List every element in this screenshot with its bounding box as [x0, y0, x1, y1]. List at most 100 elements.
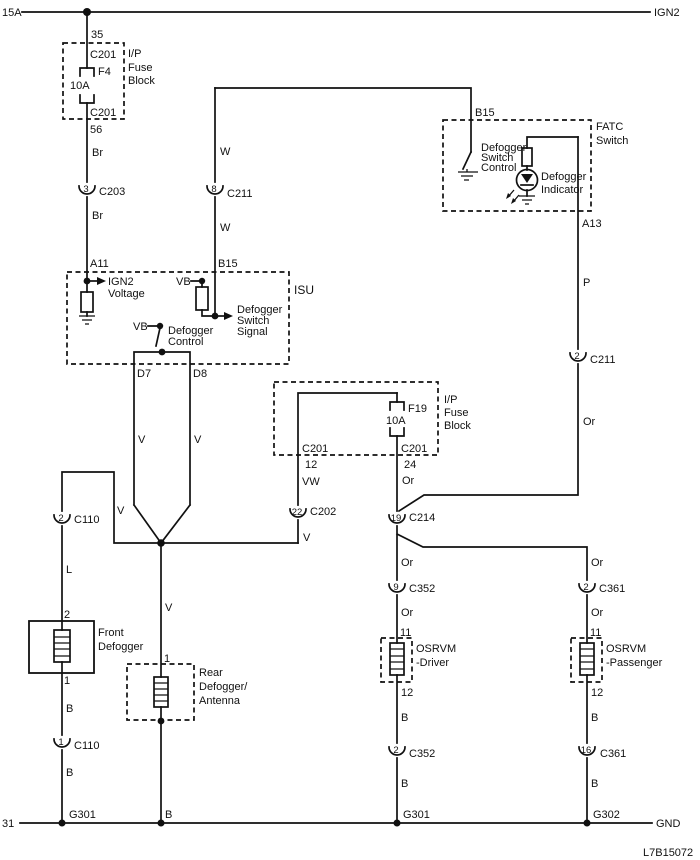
- arrowhead: [511, 198, 516, 204]
- rear-defogger-element-icon: [153, 676, 169, 708]
- signal-label-line: IGN2: [108, 276, 134, 288]
- pin-label: 1: [64, 675, 70, 687]
- pin-label-b15: B15: [218, 258, 238, 270]
- arrowhead: [97, 277, 106, 285]
- arrowhead: [506, 193, 511, 199]
- fuse-block-mid-labels: I/P Fuse Block F19 10A C201 12 C201 24: [302, 394, 471, 471]
- wire-p-or: [397, 136, 579, 513]
- resistor-icon: [80, 291, 94, 313]
- wire-v-left: [61, 471, 299, 544]
- connector-c361-16: 16 C361: [578, 745, 626, 760]
- fatc-internals: [458, 136, 579, 205]
- osrvm-passenger-labels: Or Or 11 OSRVM -Passenger 12 B B G302: [590, 557, 663, 821]
- connector-arc-icon: [388, 514, 406, 524]
- component-name-line: Defogger/: [199, 681, 248, 693]
- isu-box: [66, 271, 290, 365]
- connector-name: C202: [310, 506, 336, 518]
- vb-label: VB: [133, 321, 148, 333]
- wire-color: B: [401, 712, 408, 724]
- resistor-icon: [521, 147, 533, 167]
- wire-color: V: [194, 434, 202, 446]
- ground-label: G302: [593, 809, 620, 821]
- fatc-labels: B15 FATC Switch Defogger Switch Control …: [475, 107, 628, 230]
- wire-color: Or: [401, 607, 414, 619]
- block-name-line: Block: [128, 75, 155, 87]
- pin-label: 11: [400, 627, 411, 639]
- wire-color: V: [165, 602, 173, 614]
- component-name-line: OSRVM: [606, 643, 646, 655]
- connector-pin: 2: [583, 582, 588, 593]
- pin-label-a11: A11: [90, 258, 109, 270]
- switch-label-line: Defogger: [481, 142, 527, 154]
- connector-arc-icon: [53, 514, 71, 524]
- pin-label: 35: [91, 29, 103, 41]
- isu-labels: A11 B15 ISU IGN2 Voltage VB Defogger Swi…: [90, 258, 314, 380]
- indicator-label-line: Defogger: [541, 171, 587, 183]
- component-name-line: Front: [98, 627, 124, 639]
- fuse-rating-label: 10A: [386, 415, 406, 427]
- osrvm-driver-element-icon: [389, 642, 405, 676]
- fuse-block-mid-box: [273, 381, 439, 456]
- connector-pin: 2: [574, 351, 579, 362]
- fuse-id-label: F19: [408, 403, 427, 415]
- mid-wire-labels: VW V Or V V V V: [117, 434, 415, 614]
- wire-color: V: [117, 505, 125, 517]
- connector-name: C211: [227, 188, 252, 200]
- vb-label: VB: [176, 276, 191, 288]
- junction-dot: [156, 322, 164, 330]
- connector-c110-1: 1 C110: [53, 737, 99, 752]
- ground-label: G301: [69, 809, 96, 821]
- c214-split: [395, 525, 588, 581]
- pin-label: 11: [590, 627, 601, 639]
- fuse-block-top-labels: 35 C201 F4 10A C201 56 I/P Fuse Block: [70, 29, 155, 136]
- wire-color: W: [220, 146, 231, 158]
- fatc-name-line: FATC: [596, 121, 623, 133]
- led-icon: [515, 168, 539, 192]
- led-triangle: [521, 174, 533, 183]
- rail-labels: 15A IGN2 31 GND L7B15072: [2, 7, 693, 859]
- rail-label-gnd: GND: [656, 818, 681, 830]
- rail-label-31: 31: [2, 818, 14, 830]
- signal-label-line: Signal: [237, 326, 268, 338]
- connector-name: C214: [409, 512, 435, 524]
- pin-label: 56: [90, 124, 102, 136]
- pin-label: 12: [305, 459, 317, 471]
- arrowhead: [224, 312, 233, 320]
- connector-c214-19: 19 C214: [388, 512, 435, 524]
- connector-c352-2: 2 C352: [388, 745, 435, 760]
- right-branch-labels: P Or: [583, 277, 596, 428]
- pin-label-b15: B15: [475, 107, 495, 119]
- connector-pin: 2: [58, 513, 63, 524]
- signal-label-line: Voltage: [108, 288, 145, 300]
- ign2-feed-branch: [79, 11, 95, 282]
- pin-label: 12: [401, 687, 413, 699]
- connector-arc-icon: [206, 185, 224, 195]
- signal-label-line: Control: [168, 336, 203, 348]
- wire-color: VW: [302, 476, 320, 488]
- connector-name: C211: [590, 354, 615, 366]
- fuse-f4-symbol: [79, 67, 95, 104]
- front-defogger-element-icon: [53, 629, 71, 663]
- fuse-rating-label: 10A: [70, 80, 90, 92]
- wire-color: Or: [402, 475, 415, 487]
- pin-label-d7: D7: [137, 368, 151, 380]
- doc-code: L7B15072: [643, 847, 693, 859]
- osrvm-driver-box: [380, 637, 413, 683]
- connector-name: C110: [74, 514, 99, 526]
- block-name-line: Fuse: [444, 407, 468, 419]
- connector-arc-icon: [569, 352, 587, 362]
- a13-branch: [397, 136, 579, 513]
- pin-label: 2: [64, 609, 70, 621]
- pin-label: 1: [164, 653, 170, 665]
- connector-name: C361: [600, 748, 626, 760]
- connector-arc-icon: [53, 738, 71, 748]
- connector-name: C203: [99, 186, 125, 198]
- wire-color-labels-left: Br Br W W: [92, 146, 231, 234]
- wire-color: B: [401, 778, 408, 790]
- switch-label-line: Switch: [481, 152, 513, 164]
- connector-pin: 8: [211, 184, 216, 195]
- rear-defogger-labels: 1 Rear Defogger/ Antenna B: [164, 653, 248, 821]
